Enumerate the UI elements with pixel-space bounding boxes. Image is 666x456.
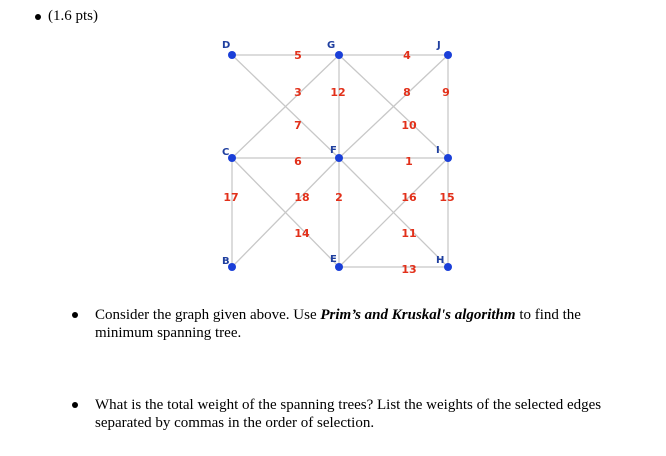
edge-weight-i-e: 11: [401, 227, 416, 240]
points-label: (1.6 pts): [48, 8, 98, 24]
edge-weight-c-f: 6: [294, 155, 302, 168]
edge-weight-c-e: 18: [294, 191, 309, 204]
node-f: [335, 154, 343, 162]
edge-weight-i-h: 15: [439, 191, 454, 204]
header-bullet: [35, 14, 41, 20]
question-1-before: Consider the graph given above. Use: [95, 307, 321, 323]
node-label-i: I: [436, 145, 440, 156]
node-label-b: B: [222, 256, 230, 267]
edge-weight-j-i: 9: [442, 86, 450, 99]
node-e: [335, 263, 343, 271]
question-1-bullet: [72, 312, 78, 318]
graph-nodes: [228, 51, 452, 271]
node-label-g: G: [327, 40, 335, 51]
graph-node-labels: D G J C F I B E H: [222, 40, 444, 267]
question-2-bullet: [72, 402, 78, 408]
node-j: [444, 51, 452, 59]
node-label-e: E: [330, 254, 337, 265]
node-g: [335, 51, 343, 59]
edge-weight-f-h: 16: [401, 191, 417, 204]
graph-edge-weights: 5 4 7 3 12 8 10 9 6 1 17 18 2 14 16 11 15 13: [223, 49, 454, 276]
question-2-text: What is the total weight of the spanning…: [95, 397, 602, 431]
graph-figure: 5 4 7 3 12 8 10 9 6 1 17 18 2 14 16 11 15 13 D G J C F I B E H: [222, 40, 455, 276]
edge-weight-d-g: 5: [294, 49, 302, 62]
edge-g-c: [231, 54, 340, 159]
edge-weight-g-f: 12: [330, 86, 345, 99]
node-label-c: C: [222, 147, 229, 158]
node-c: [228, 154, 236, 162]
edge-weight-f-i: 1: [405, 155, 413, 168]
node-i: [444, 154, 452, 162]
graph-edges: [231, 54, 449, 268]
node-label-j: J: [436, 40, 441, 51]
question-1-after: to find the minimum spanning tree.: [95, 307, 581, 341]
edge-i-e: [338, 157, 449, 268]
edge-weight-j-f: 10: [401, 119, 417, 132]
edge-weight-f-b: 14: [294, 227, 310, 240]
question-1-text: Consider the graph given above. Use Prim…: [95, 306, 615, 342]
edge-weight-g-j: 4: [403, 49, 411, 62]
node-h: [444, 263, 452, 271]
node-b: [228, 263, 236, 271]
node-label-h: H: [436, 255, 444, 266]
node-label-d: D: [222, 40, 230, 51]
edge-weight-g-c: 3: [294, 86, 302, 99]
edge-j-f: [338, 54, 449, 159]
edge-weight-e-h: 13: [401, 263, 416, 276]
node-d: [228, 51, 236, 59]
edge-weight-d-f: 7: [294, 119, 302, 132]
algorithm-names: Prim’s and Kruskal's algorithm: [320, 307, 516, 323]
edge-f-b: [231, 157, 340, 268]
edge-weight-f-e: 2: [335, 191, 343, 204]
edge-weight-c-b: 17: [223, 191, 238, 204]
node-label-f: F: [330, 145, 337, 156]
edge-weight-g-i: 8: [403, 86, 411, 99]
